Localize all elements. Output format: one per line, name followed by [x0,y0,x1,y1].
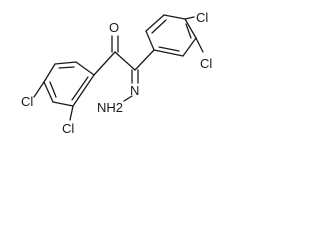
bond-double-inner [158,46,180,52]
bond [114,51,136,71]
bond-double-inner [49,81,57,98]
bond [43,81,54,103]
bond [75,61,95,76]
bond [145,30,155,51]
bond-double-inner [185,23,192,39]
bond [134,49,155,71]
chlorine-label: Cl [196,10,208,25]
amine-label: NH2 [97,100,123,115]
bond [52,101,74,107]
bond [184,18,197,39]
bond [153,49,184,57]
oxygen-label: O [109,20,119,35]
bond-to-chlorine [69,105,74,121]
chlorine-label: Cl [62,121,74,136]
bond-to-chlorine [33,81,45,98]
chlorine-label: Cl [21,94,33,109]
bond [145,14,165,32]
bond-double-inner [58,66,75,69]
bond-n-n [123,95,133,102]
bond [54,61,77,65]
bond-to-chlorine [195,37,204,53]
bond [93,51,116,76]
bond [72,74,95,107]
bond-double-inner [71,76,89,101]
chemical-structure: O Cl Cl Cl Cl N NH2 [21,10,212,136]
nitrogen-label: N [130,83,139,98]
bond-to-chlorine [184,16,195,20]
bond [43,63,56,83]
bond [163,14,186,20]
bond [182,37,197,57]
atom-labels: O Cl Cl Cl Cl N NH2 [21,10,212,136]
bonds [33,14,204,121]
chlorine-label: Cl [200,56,212,71]
bond-double-inner [151,19,167,34]
